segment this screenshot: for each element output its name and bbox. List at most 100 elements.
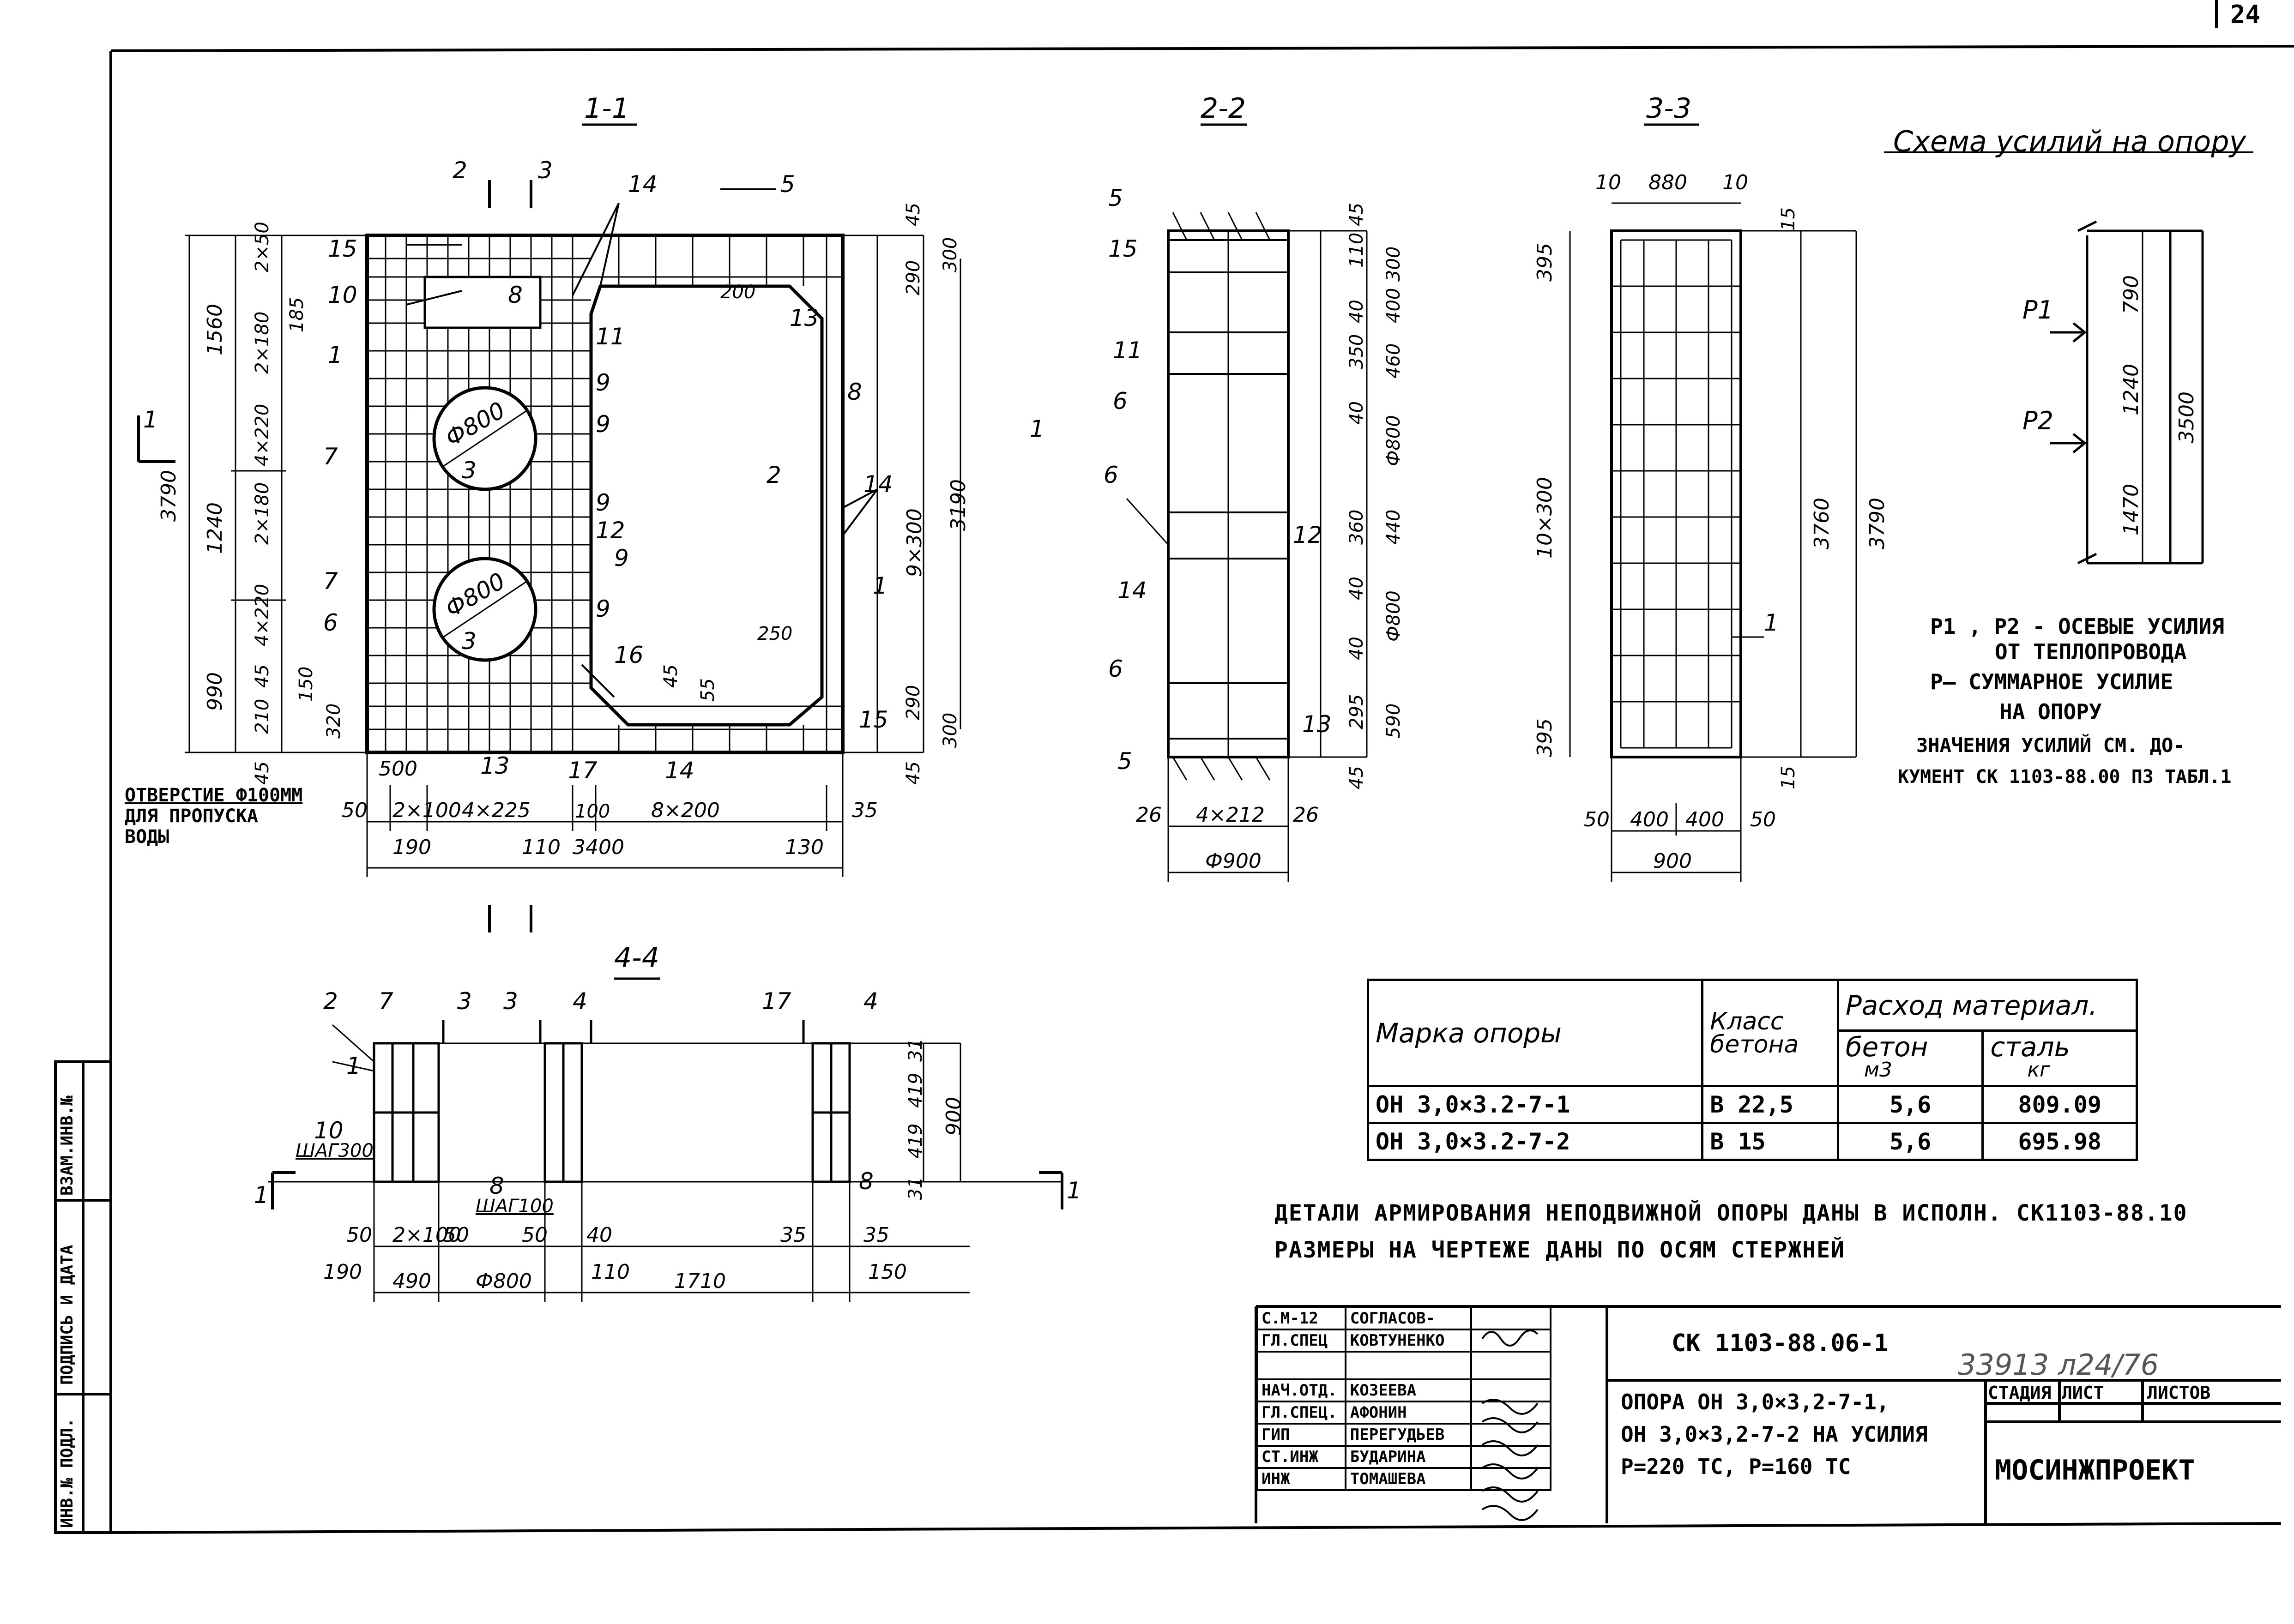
mat-row2-concrete: 5,6 <box>1836 1122 1984 1161</box>
v33-dim-395b: 395 <box>1533 718 1557 757</box>
dim-b-4x225: 4×225 <box>462 799 531 822</box>
mark-7a: 7 <box>323 443 338 470</box>
mark-12: 12 <box>596 517 625 544</box>
dim-4x220b: 4×220 <box>252 583 273 646</box>
v22-dim-26a: 26 <box>1136 803 1162 827</box>
dim-3790: 3790 <box>157 470 181 522</box>
section-title-1-1: 1-1 <box>584 92 629 125</box>
tb-role: С.М-12 <box>1256 1306 1346 1330</box>
mark-15: 15 <box>328 235 357 262</box>
v44-pitch-100: ШАГ100 <box>476 1196 554 1217</box>
mat-row1-class: В 22,5 <box>1701 1085 1839 1124</box>
dim-r-300b: 300 <box>940 712 961 748</box>
mat-row1-mark: ОН 3,0×3.2-7-1 <box>1366 1085 1704 1124</box>
scheme-legend-5: ЗНАЧЕНИЯ УСИЛИЙ СМ. ДО- <box>1916 734 2185 757</box>
side-stamp-sign: ПОДПИСЬ И ДАТА <box>58 1245 77 1385</box>
scheme-title: Схема усилий на опору <box>1893 125 2246 158</box>
v44-mark-8a: 8 <box>489 1173 504 1199</box>
v33-dim-15a: 15 <box>1778 207 1799 231</box>
doc-code: СК 1103-88.06-1 <box>1672 1329 1889 1357</box>
mat-row2-mark: ОН 3,0×3.2-7-2 <box>1366 1122 1704 1161</box>
v33-dim-3760: 3760 <box>1810 498 1834 549</box>
scheme-legend-4: НА ОПОРУ <box>1999 699 2102 724</box>
v44-dim-35b: 35 <box>863 1223 889 1247</box>
mark-17: 17 <box>568 757 598 784</box>
v44-dim-31a: 31 <box>905 1038 926 1062</box>
desc-line-2: ОН 3,0×3,2-7-2 НА УСИЛИЯ <box>1621 1422 1928 1447</box>
v44-mark-3a: 3 <box>457 988 472 1015</box>
dim-990: 990 <box>203 672 227 711</box>
mat-header-concrete: бетон м3 <box>1836 1029 1984 1087</box>
table-row: НАЧ.ОТД.КОЗЕЕВА <box>1256 1378 1551 1402</box>
v22-dim-45a: 45 <box>1346 203 1367 226</box>
dim-r-3190: 3190 <box>947 479 970 531</box>
tb-name: КОВТУНЕНКО <box>1344 1329 1473 1353</box>
cut-mark-1-left: 1 <box>143 406 158 433</box>
v44-dim-50c: 50 <box>522 1223 548 1247</box>
v22-mark-12: 12 <box>1293 522 1322 548</box>
v33-dim-400b: 400 <box>1685 808 1724 831</box>
circle-top-mark: 3 <box>462 457 477 484</box>
v22-dim-110: 110 <box>1346 232 1367 268</box>
table-row: ГЛ.СПЕЦ.АФОНИН <box>1256 1401 1551 1425</box>
mat-header-steel: сталь кг <box>1981 1029 2138 1087</box>
v44-mark-2: 2 <box>323 988 338 1015</box>
v22-dim-360: 360 <box>1346 509 1367 545</box>
tb-name: БУДАРИНА <box>1344 1445 1473 1469</box>
dim-inner-250: 250 <box>757 623 793 644</box>
v44-dim-419b: 419 <box>905 1123 926 1159</box>
dim-b-35: 35 <box>852 799 878 822</box>
mark-13a: 13 <box>790 305 819 331</box>
hole-note-line1: ОТВЕРСТИЕ Ф100ММ <box>125 785 303 806</box>
mark-14c: 14 <box>665 757 694 784</box>
mat-header-flow: Расход материал. <box>1836 979 2138 1032</box>
dim-b-2x100: 2×100 <box>392 799 461 822</box>
dim-inner-55: 55 <box>697 678 718 702</box>
v44-dim-190: 190 <box>323 1260 362 1284</box>
dim-b-8x200: 8×200 <box>651 799 720 822</box>
scheme-p1: P1 <box>2022 295 2053 325</box>
dim-r-9x300: 9×300 <box>903 508 926 577</box>
v22-dim-350: 350 <box>1346 334 1367 369</box>
v22-dim-295: 295 <box>1346 694 1367 729</box>
mark-9d: 9 <box>614 545 629 571</box>
v44-dim-900: 900 <box>942 1097 966 1136</box>
v33-dim-10x300: 10×300 <box>1533 477 1557 559</box>
v33-dim-3790: 3790 <box>1865 498 1889 549</box>
mark-15b: 15 <box>859 706 888 733</box>
v22-dim-40b: 40 <box>1346 401 1367 425</box>
mark-6: 6 <box>323 609 338 636</box>
v22-dim-590: 590 <box>1383 703 1404 739</box>
scheme-p2: P2 <box>2022 406 2053 435</box>
v33-dim-900: 900 <box>1653 849 1692 873</box>
hole-note-line3: ВОДЫ <box>125 826 169 848</box>
v44-mark-4b: 4 <box>863 988 878 1015</box>
v22-dim-26b: 26 <box>1293 803 1319 827</box>
v22-dim-40c: 40 <box>1346 577 1367 600</box>
v33-dim-10b: 10 <box>1722 171 1748 194</box>
tb-role: ИНЖ <box>1256 1467 1346 1491</box>
mat-concrete-label: бетон <box>1845 1031 1928 1063</box>
dim-inner-45: 45 <box>660 664 682 688</box>
v22-dim-40d: 40 <box>1346 637 1367 660</box>
mark-2: 2 <box>453 157 467 184</box>
mark-14: 14 <box>628 171 658 198</box>
v44-dim-50a: 50 <box>346 1223 372 1247</box>
dim-b-500: 500 <box>379 757 417 781</box>
v22-mark-5a: 5 <box>1108 185 1123 211</box>
mark-14b: 14 <box>863 471 893 498</box>
scheme-dim-1240: 1240 <box>2119 364 2143 415</box>
mark-2b: 2 <box>767 462 781 488</box>
v22-dim-d900: Ф900 <box>1205 849 1262 873</box>
v44-dim-2x100: 2×100 <box>392 1223 461 1247</box>
v44-dim-50b: 50 <box>443 1223 469 1247</box>
mark-11: 11 <box>596 323 625 350</box>
mark-3: 3 <box>538 157 553 184</box>
v44-mark-4a: 4 <box>573 988 587 1015</box>
v33-dim-395a: 395 <box>1533 243 1557 282</box>
hole-note-line2: ДЛЯ ПРОПУСКА <box>125 806 258 827</box>
